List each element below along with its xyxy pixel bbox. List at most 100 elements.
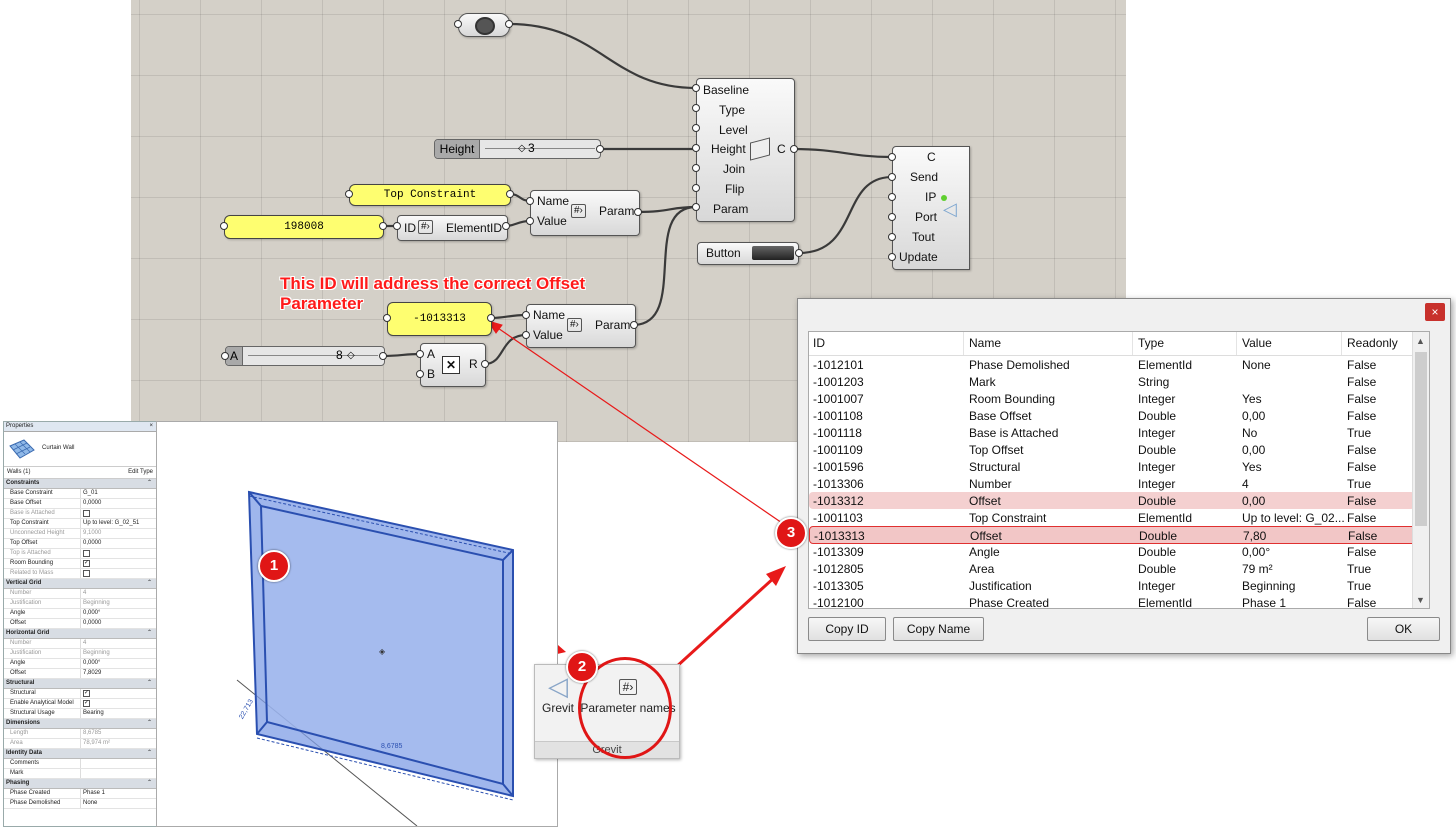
wall-component[interactable]: Baseline Type Level Height Join Flip Par…: [696, 78, 795, 222]
close-button[interactable]: ×: [1425, 303, 1445, 321]
port-grip[interactable]: [692, 164, 700, 172]
port-grip[interactable]: [505, 20, 513, 28]
port-grip[interactable]: [522, 311, 530, 319]
property-value[interactable]: G_01: [80, 489, 155, 498]
property-value[interactable]: ✓: [80, 699, 155, 708]
port-grip[interactable]: [888, 253, 896, 261]
port-grip[interactable]: [506, 190, 514, 198]
property-row[interactable]: Comments: [4, 759, 156, 769]
port-grip[interactable]: [692, 124, 700, 132]
elementid-component[interactable]: ID #› ElementID: [397, 215, 508, 241]
property-row[interactable]: Mark: [4, 769, 156, 779]
property-value[interactable]: 0,0000: [80, 539, 155, 548]
port-grip[interactable]: [383, 314, 391, 322]
scroll-up-icon[interactable]: ▲: [1416, 336, 1425, 346]
type-selector[interactable]: Curtain Wall: [4, 432, 156, 467]
height-slider[interactable]: Height ◇ 3: [434, 139, 601, 159]
port-grip[interactable]: [692, 203, 700, 211]
grevit-button[interactable]: ◁ Grevit: [539, 671, 577, 727]
param-component-1[interactable]: Name Value #› Param: [530, 190, 640, 236]
property-value[interactable]: 0,0000: [80, 619, 155, 628]
instance-selector[interactable]: Walls (1) Edit Type: [4, 467, 156, 479]
port-grip[interactable]: [790, 145, 798, 153]
close-icon[interactable]: ×: [149, 423, 153, 429]
edit-type-button[interactable]: Edit Type: [128, 469, 153, 475]
property-group-header[interactable]: Vertical Grid: [4, 579, 156, 589]
property-value[interactable]: ✓: [80, 559, 155, 568]
checkbox-checked[interactable]: ✓: [83, 690, 90, 697]
port-grip[interactable]: [526, 217, 534, 225]
port-grip[interactable]: [393, 222, 401, 230]
property-value[interactable]: None: [80, 799, 155, 808]
property-group-header[interactable]: Dimensions: [4, 719, 156, 729]
property-row[interactable]: Enable Analytical Model✓: [4, 699, 156, 709]
property-value[interactable]: Up to level: G_02_51: [80, 519, 155, 528]
property-group-header[interactable]: Horizontal Grid: [4, 629, 156, 639]
port-grip[interactable]: [345, 190, 353, 198]
port-grip[interactable]: [888, 233, 896, 241]
geometry-param-component[interactable]: [458, 13, 510, 37]
property-group-header[interactable]: Phasing: [4, 779, 156, 789]
property-value[interactable]: [80, 759, 155, 768]
scroll-thumb[interactable]: [1415, 352, 1427, 526]
port-grip[interactable]: [454, 20, 462, 28]
port-grip[interactable]: [220, 222, 228, 230]
property-value[interactable]: 0,000°: [80, 659, 155, 668]
property-value[interactable]: 7,8029: [80, 669, 155, 678]
copy-name-button[interactable]: Copy Name: [893, 617, 984, 641]
ok-button[interactable]: OK: [1367, 617, 1440, 641]
property-value[interactable]: Phase 1: [80, 789, 155, 798]
panel-element-id[interactable]: 198008: [224, 215, 384, 239]
column-header-name[interactable]: Name: [969, 336, 1002, 350]
port-grip[interactable]: [630, 321, 638, 329]
property-value[interactable]: ✓: [80, 689, 155, 698]
property-row[interactable]: Room Bounding✓: [4, 559, 156, 569]
send-component[interactable]: C Send IP Port Tout Update ◁: [892, 146, 970, 270]
port-grip[interactable]: [522, 331, 530, 339]
column-header-id[interactable]: ID: [813, 336, 825, 350]
port-grip[interactable]: [634, 208, 642, 216]
copy-id-button[interactable]: Copy ID: [808, 617, 886, 641]
port-grip[interactable]: [487, 314, 495, 322]
property-group-header[interactable]: Identity Data: [4, 749, 156, 759]
port-grip[interactable]: [692, 104, 700, 112]
revit-3d-view[interactable]: ◈ 8,6785 22,713: [156, 421, 558, 827]
port-grip[interactable]: [692, 144, 700, 152]
port-grip[interactable]: [481, 360, 489, 368]
column-header-value[interactable]: Value: [1242, 336, 1272, 350]
slider-grip-icon[interactable]: ◇: [347, 350, 355, 361]
param-component-2[interactable]: Name Value #› Param: [526, 304, 636, 348]
property-row[interactable]: Structural✓: [4, 689, 156, 699]
port-grip[interactable]: [526, 197, 534, 205]
property-value[interactable]: 0,0000: [80, 499, 155, 508]
port-grip[interactable]: [416, 350, 424, 358]
property-value[interactable]: [80, 769, 155, 778]
checkbox-checked[interactable]: ✓: [83, 560, 90, 567]
port-grip[interactable]: [888, 193, 896, 201]
port-grip[interactable]: [379, 352, 387, 360]
button-component[interactable]: Button: [697, 242, 799, 265]
port-grip[interactable]: [416, 370, 424, 378]
column-header-type[interactable]: Type: [1138, 336, 1165, 350]
